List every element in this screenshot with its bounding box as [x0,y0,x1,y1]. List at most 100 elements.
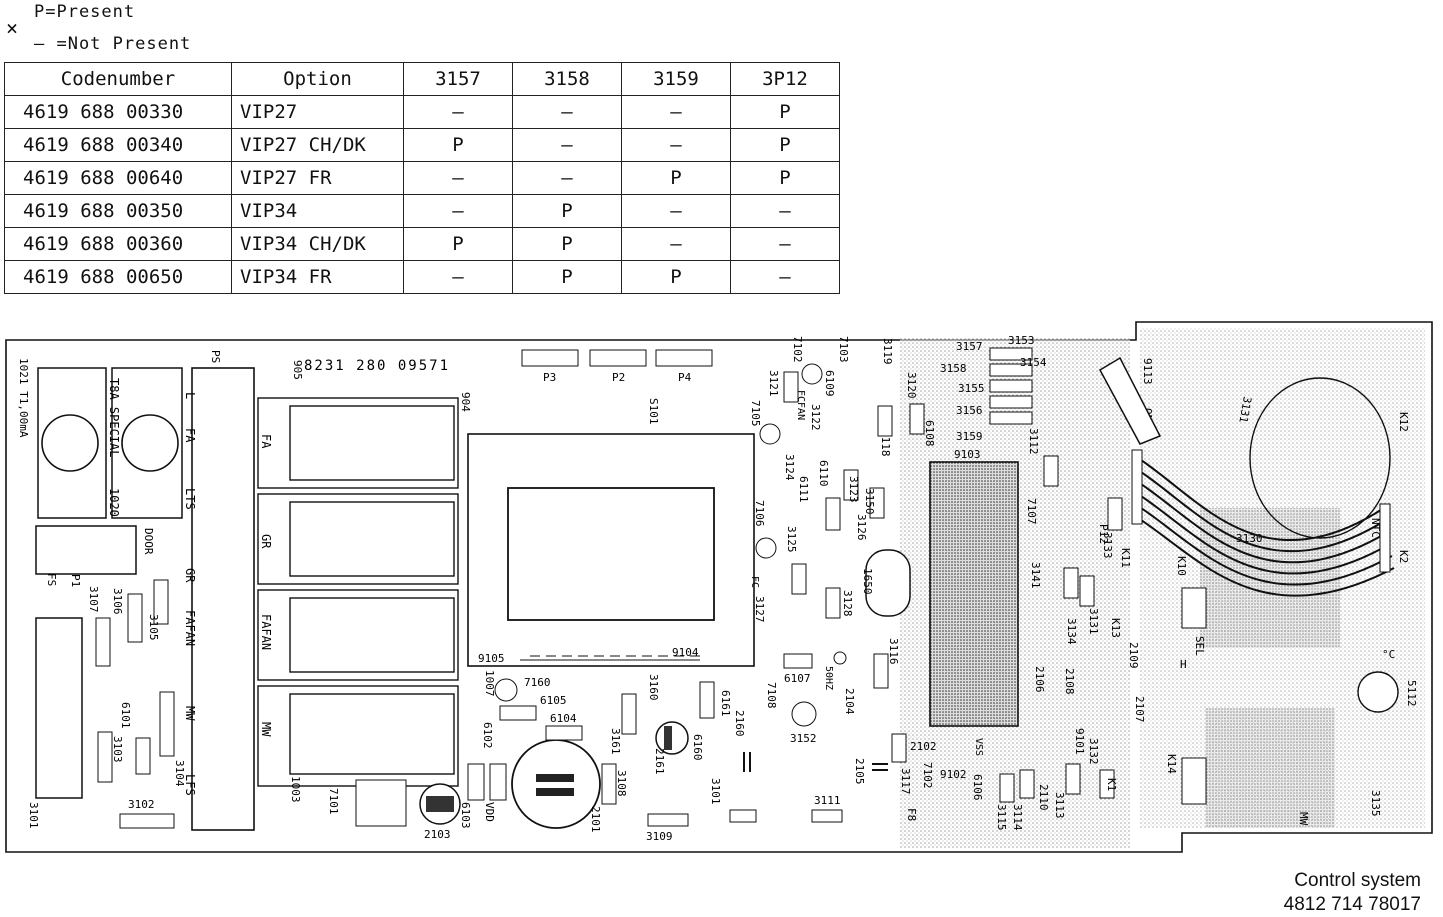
oscillator-1650 [865,549,911,617]
ref-3141: 3141 [1029,562,1042,589]
resistor-3158 [989,411,1033,425]
ref-3114: 3114 [1011,804,1024,831]
ref-1007: 1007 [483,670,496,697]
ref-3104: 3104 [173,760,186,787]
table-row: 4619 688 00330 VIP27 — — — P [4,95,840,129]
ref-2105: 2105 [853,758,866,785]
resistor-3156 [989,395,1033,409]
caption-number: 4812 714 78017 [1283,894,1421,915]
ref-3107: 3107 [87,586,100,613]
cell-3157: — [403,161,513,195]
ref-6102: 6102 [481,722,494,749]
conn-l: L [183,392,197,399]
ref-7101: 7101 [327,788,340,815]
s101-label: S101 [647,398,660,425]
cell-3157: — [403,95,513,129]
ref-3125: 3125 [785,526,798,553]
cell-3157: P [403,227,513,261]
resistor-3103 [97,731,113,783]
relay-fafan: FAFAN [257,589,459,681]
ref-2106: 2106 [1033,666,1046,693]
cell-option: VIP34 CH/DK [231,227,404,261]
ref-3132: 3132 [1087,738,1100,765]
ref-3131b: 3131 [1236,395,1253,423]
ref-2109: 2109 [1127,642,1140,669]
cell-3p12: P [730,128,840,162]
cell-3p12: — [730,194,840,228]
resistor-3160 [621,693,637,735]
resistor-3111 [811,809,843,823]
transistor-7105 [759,423,781,445]
cell-3159: — [621,95,731,129]
svg-text:FA: FA [259,434,273,449]
cell-3159: — [621,128,731,162]
p4-label: P4 [678,371,692,384]
deg-label: °C [1382,648,1395,661]
transistor-7106 [755,537,777,559]
ref-6105: 6105 [540,694,567,707]
svg-text:FAFAN: FAFAN [259,614,273,650]
ref-2110: 2110 [1037,784,1050,811]
resistor-3107 [95,617,111,667]
door-connector [35,525,137,575]
sel-label: SEL [1193,636,1206,656]
ref-3106: 3106 [111,588,124,615]
resistor-3116 [873,653,889,689]
cell-option: VIP27 FR [231,161,404,195]
ref-3128: 3128 [841,590,854,617]
wire-bundle [1137,457,1395,597]
ref-5112: 5112 [1405,680,1418,707]
header-3158: 3158 [512,62,622,96]
table-row: 4619 688 00340 VIP27 CH/DK P — — P [4,128,840,162]
component-5112 [1357,671,1399,713]
ref-7102: 7102 [791,336,804,363]
ref-3118: 3118 [879,430,892,457]
resistor-3108 [601,763,617,805]
ref-3122: 3122 [809,404,822,431]
ref-9101: 9101 [1073,728,1086,755]
p1-label: P1 [69,574,82,587]
cell-option: VIP27 CH/DK [231,128,404,162]
capacitor-large [511,739,601,829]
cell-3158: P [512,227,622,261]
legend-present: P=Present [34,2,136,22]
relay-gr: GR [257,493,459,585]
ref-6109: 6109 [823,370,836,397]
header-3p12: 3P12 [730,62,840,96]
ref-3131: 3131 [1087,608,1100,635]
cell-3159: — [621,227,731,261]
ref-3117: 3117 [899,768,912,795]
transistor-7102 [801,363,823,385]
ref-7106: 7106 [753,500,766,527]
ref-3150: 3150 [863,488,876,515]
ref-2104: 2104 [843,688,856,715]
resistor-3133 [1107,497,1123,531]
resistor-3125 [791,563,807,595]
board-part-number: 8231 280 09571 [304,358,450,374]
resistor-3112 [1043,455,1059,487]
ref-7103: 7103 [837,336,850,363]
cell-3159: P [621,161,731,195]
ref-3112: 3112 [1027,428,1040,455]
fcfan-label: FCFAN [795,390,806,420]
cell-3157: — [403,194,513,228]
cell-3158: — [512,161,622,195]
resistor-3141 [1063,567,1079,599]
resistor-3104 [159,691,175,757]
diode-6105 [499,705,537,721]
resistor-3132 [1099,769,1115,799]
ref-6103: 6103 [459,802,472,829]
conn-lts: LTS [183,488,197,510]
jumper-p3 [521,349,579,367]
fuse2-label: T8A SPECIAL [107,378,121,457]
ref-6108: 6108 [923,420,936,447]
bracket [1098,356,1162,445]
jumper-p4 [655,349,713,367]
cell-option: VIP34 FR [231,260,404,294]
ref-3105: 3105 [147,614,160,641]
resistor-3121 [783,371,799,403]
ref-2101: 2101 [589,806,602,833]
shaded-region [1205,708,1335,828]
resistor-3102 [119,813,175,829]
legend-marker: × [6,16,20,40]
